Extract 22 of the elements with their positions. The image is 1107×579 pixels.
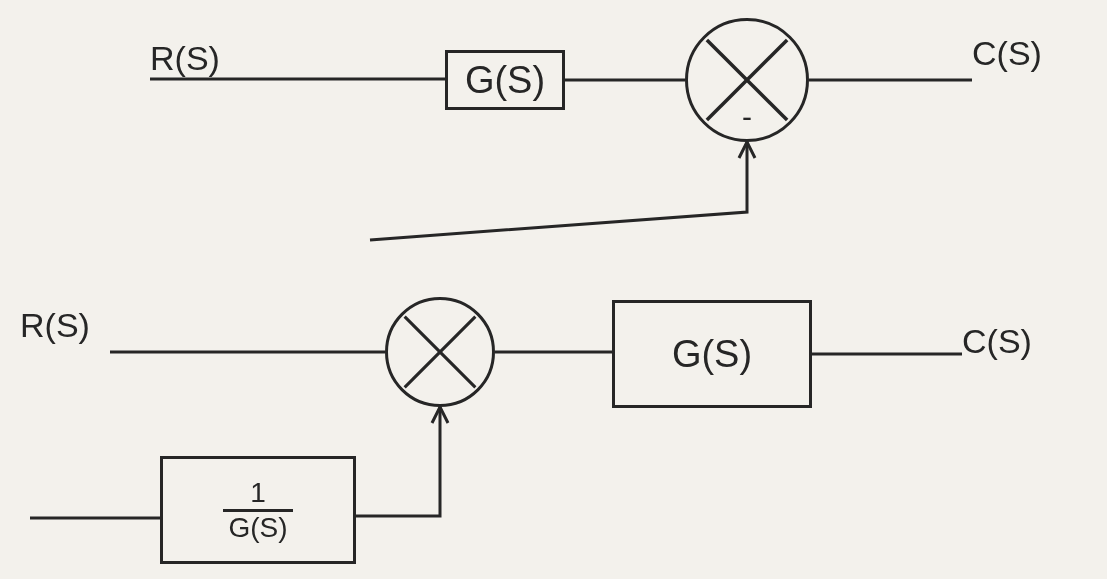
signal-line xyxy=(565,78,685,82)
node-label: G(S) xyxy=(671,335,753,373)
signal-line xyxy=(110,350,385,354)
summing-junction xyxy=(385,297,495,407)
node-label: G(S) xyxy=(464,61,546,99)
signal-line xyxy=(150,77,445,81)
signal-line xyxy=(809,78,972,82)
node-label: R(S) xyxy=(20,308,90,342)
node-label: G(S) xyxy=(228,513,288,542)
node-label: C(S) xyxy=(962,324,1032,358)
node-label: C(S) xyxy=(972,36,1042,70)
arrow xyxy=(369,140,757,242)
node-label: R(S) xyxy=(150,41,220,75)
transfer-function-block xyxy=(445,50,565,110)
summing-junction xyxy=(685,18,809,142)
arrow xyxy=(356,405,450,518)
node-label: 1 xyxy=(250,478,266,507)
transfer-function-block xyxy=(612,300,812,408)
signal-line xyxy=(495,350,612,354)
signal-line xyxy=(30,516,160,520)
transfer-function-block xyxy=(160,456,356,564)
signal-line xyxy=(812,352,962,356)
